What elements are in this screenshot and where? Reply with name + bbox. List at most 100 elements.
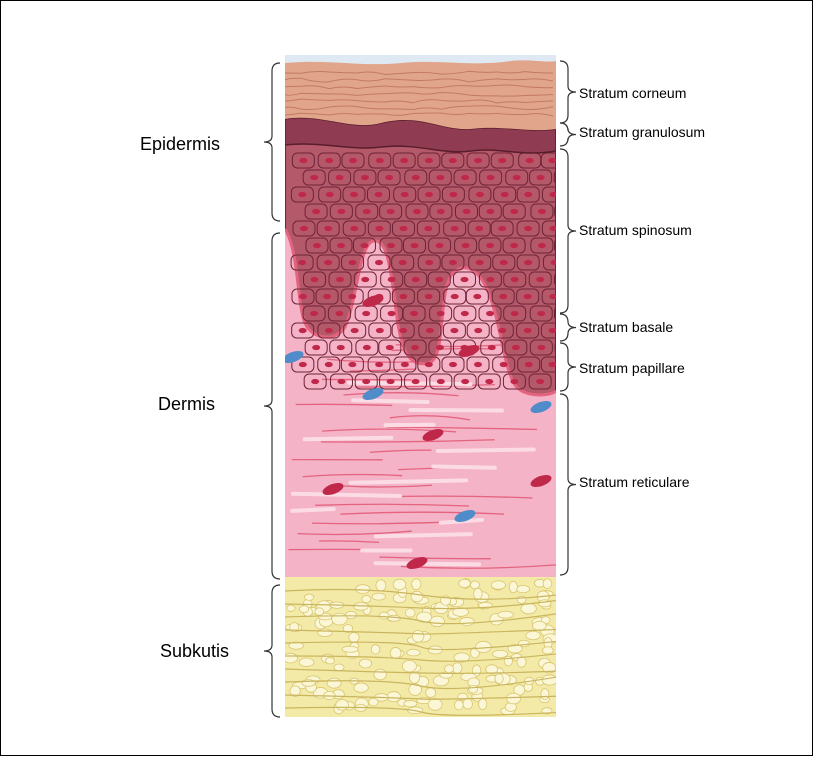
fat-cell bbox=[479, 699, 487, 710]
cell-nucleus bbox=[325, 158, 333, 163]
cell-nucleus bbox=[476, 260, 484, 265]
cell-nucleus bbox=[510, 379, 518, 384]
basale-brace bbox=[560, 314, 576, 341]
cell-nucleus bbox=[299, 328, 307, 333]
cell-nucleus bbox=[461, 379, 469, 384]
epidermis-cell bbox=[554, 170, 576, 185]
fat-cell bbox=[476, 641, 492, 652]
cell-nucleus bbox=[374, 192, 382, 197]
fat-cell bbox=[543, 579, 552, 589]
label-stratum-reticulare: Stratum reticulare bbox=[579, 474, 689, 490]
dermis-light-fiber bbox=[353, 400, 428, 402]
cell-nucleus bbox=[312, 209, 320, 214]
cell-nucleus bbox=[498, 226, 506, 231]
cell-nucleus bbox=[400, 158, 408, 163]
cell-nucleus bbox=[326, 192, 334, 197]
cell-nucleus bbox=[325, 362, 333, 367]
cell-nucleus bbox=[425, 260, 433, 265]
cell-nucleus bbox=[387, 379, 395, 384]
cell-nucleus bbox=[337, 209, 345, 214]
fat-cell bbox=[426, 688, 436, 698]
cell-nucleus bbox=[537, 175, 545, 180]
subkutis-brace bbox=[264, 585, 280, 717]
cell-nucleus bbox=[362, 379, 370, 384]
papillare-brace bbox=[560, 343, 576, 391]
fat-cell bbox=[493, 650, 508, 657]
dermis-light-fiber bbox=[433, 466, 495, 467]
cell-nucleus bbox=[348, 362, 356, 367]
cell-nucleus bbox=[437, 379, 445, 384]
granulosum-brace bbox=[560, 123, 576, 146]
dermis-light-fiber bbox=[293, 494, 400, 496]
cell-nucleus bbox=[298, 260, 306, 265]
cell-nucleus bbox=[385, 175, 393, 180]
fat-cell bbox=[336, 700, 349, 711]
cell-nucleus bbox=[549, 294, 557, 299]
cell-nucleus bbox=[486, 277, 494, 282]
cell-nucleus bbox=[449, 362, 457, 367]
cell-nucleus bbox=[361, 175, 369, 180]
cell-nucleus bbox=[376, 328, 384, 333]
cell-nucleus bbox=[449, 158, 457, 163]
cell-nucleus bbox=[501, 192, 509, 197]
cell-nucleus bbox=[498, 158, 506, 163]
spinosum-brace bbox=[560, 149, 576, 313]
fat-cell bbox=[509, 581, 517, 593]
fat-cell bbox=[362, 596, 371, 603]
cell-nucleus bbox=[550, 260, 558, 265]
epidermis-cell bbox=[554, 306, 576, 321]
fat-cell bbox=[300, 606, 309, 613]
dermis-light-fiber bbox=[305, 438, 392, 440]
cell-nucleus bbox=[311, 277, 319, 282]
cell-nucleus bbox=[351, 328, 359, 333]
fat-cell bbox=[304, 594, 313, 600]
cell-nucleus bbox=[436, 175, 444, 180]
cell-nucleus bbox=[388, 277, 396, 282]
cell-nucleus bbox=[300, 226, 308, 231]
fat-cell bbox=[354, 683, 368, 692]
cell-nucleus bbox=[498, 328, 506, 333]
cell-nucleus bbox=[524, 328, 532, 333]
cell-nucleus bbox=[311, 379, 319, 384]
fat-cell bbox=[334, 664, 344, 671]
fat-cell bbox=[445, 665, 454, 673]
cell-nucleus bbox=[337, 379, 345, 384]
cell-nucleus bbox=[475, 226, 483, 231]
cell-nucleus bbox=[411, 243, 419, 248]
cell-nucleus bbox=[299, 158, 307, 163]
label-stratum-papillare: Stratum papillare bbox=[579, 360, 685, 376]
cell-nucleus bbox=[337, 243, 345, 248]
fat-cell bbox=[428, 698, 442, 710]
cell-nucleus bbox=[388, 311, 396, 316]
fat-cell bbox=[407, 649, 420, 656]
reticulare-brace bbox=[560, 394, 576, 575]
dermis-light-fiber bbox=[292, 509, 334, 511]
corneum-brace bbox=[560, 61, 576, 123]
cell-nucleus bbox=[451, 226, 459, 231]
cell-nucleus bbox=[499, 294, 507, 299]
fat-cell bbox=[518, 640, 529, 647]
cell-nucleus bbox=[512, 345, 520, 350]
fat-cell bbox=[506, 693, 520, 704]
cell-nucleus bbox=[425, 362, 433, 367]
cell-nucleus bbox=[361, 277, 369, 282]
cell-nucleus bbox=[325, 328, 333, 333]
label-stratum-corneum: Stratum corneum bbox=[579, 85, 686, 101]
cell-nucleus bbox=[412, 379, 420, 384]
cell-nucleus bbox=[474, 328, 482, 333]
dermis-light-fiber bbox=[376, 563, 480, 564]
label-stratum-basale: Stratum basale bbox=[579, 319, 673, 335]
fat-cell bbox=[541, 689, 549, 700]
fat-cell bbox=[393, 579, 406, 590]
dermis-light-fiber bbox=[350, 480, 466, 482]
cell-nucleus bbox=[400, 226, 408, 231]
cell-nucleus bbox=[437, 209, 445, 214]
fat-cell bbox=[287, 605, 295, 611]
epidermis-cell bbox=[555, 204, 577, 219]
fat-cell bbox=[332, 613, 347, 625]
cell-nucleus bbox=[449, 192, 457, 197]
fat-cell bbox=[327, 678, 341, 688]
cell-nucleus bbox=[399, 294, 407, 299]
fat-cell bbox=[412, 630, 424, 642]
fat-cell bbox=[405, 609, 415, 618]
